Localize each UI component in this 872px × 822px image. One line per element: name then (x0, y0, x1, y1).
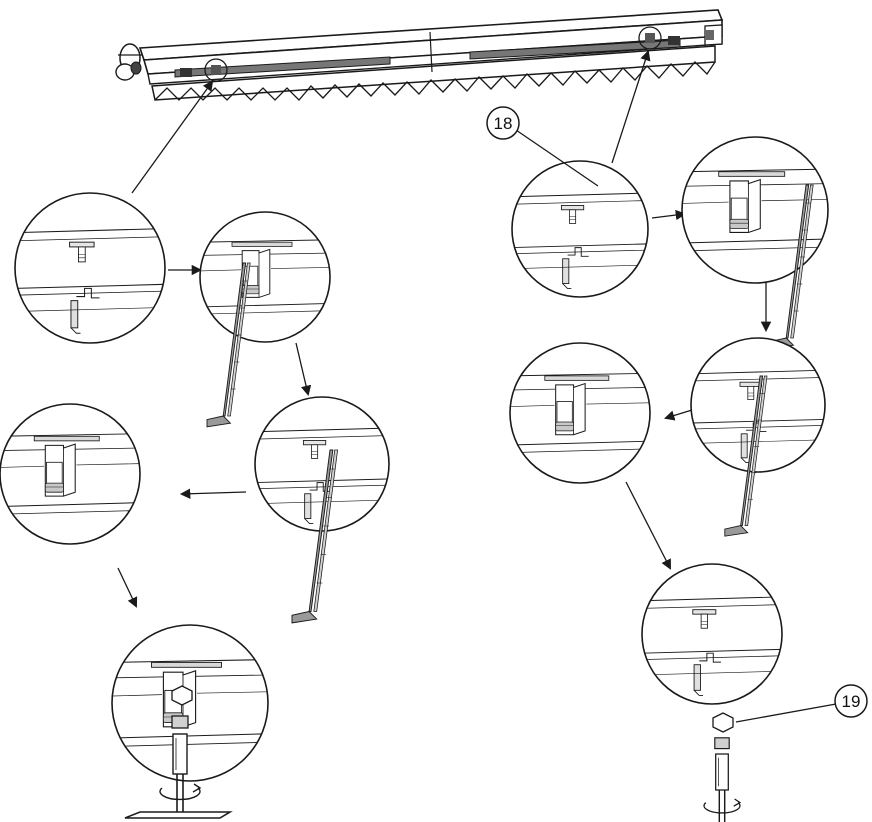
end-cap-right (704, 24, 723, 46)
callout-label-19: 19 (842, 692, 861, 711)
arrow-icon (664, 409, 693, 421)
arrow-icon (625, 481, 671, 570)
arrow-icon (131, 80, 214, 194)
nut-icon (712, 712, 734, 733)
bracket-location-marker-right (638, 26, 662, 50)
callout-18: 18 (486, 106, 599, 187)
arrow-icon (611, 50, 651, 164)
crank-handle-icon (671, 737, 768, 822)
arrow-icon (295, 342, 312, 397)
detail-circle-8 (690, 337, 826, 473)
awning-cassette (115, 9, 724, 101)
detail-circle-7 (681, 136, 829, 284)
detail-circle-4 (0, 403, 141, 545)
detail-circle-10 (641, 563, 783, 705)
callout-label-18: 18 (494, 114, 513, 133)
arrow-icon (651, 209, 687, 221)
end-cap-left (115, 43, 142, 81)
bracket-location-marker-left (204, 58, 228, 82)
detail-circle-5 (111, 624, 269, 782)
detail-circle-6 (511, 160, 649, 298)
arrow-icon (179, 488, 247, 499)
nut-icon (171, 685, 193, 706)
callout-19: 19 (735, 684, 868, 723)
detail-circle-1 (14, 192, 166, 344)
detail-circle-9 (509, 342, 651, 484)
arrow-icon (117, 567, 138, 608)
detail-circle-2 (199, 211, 331, 343)
